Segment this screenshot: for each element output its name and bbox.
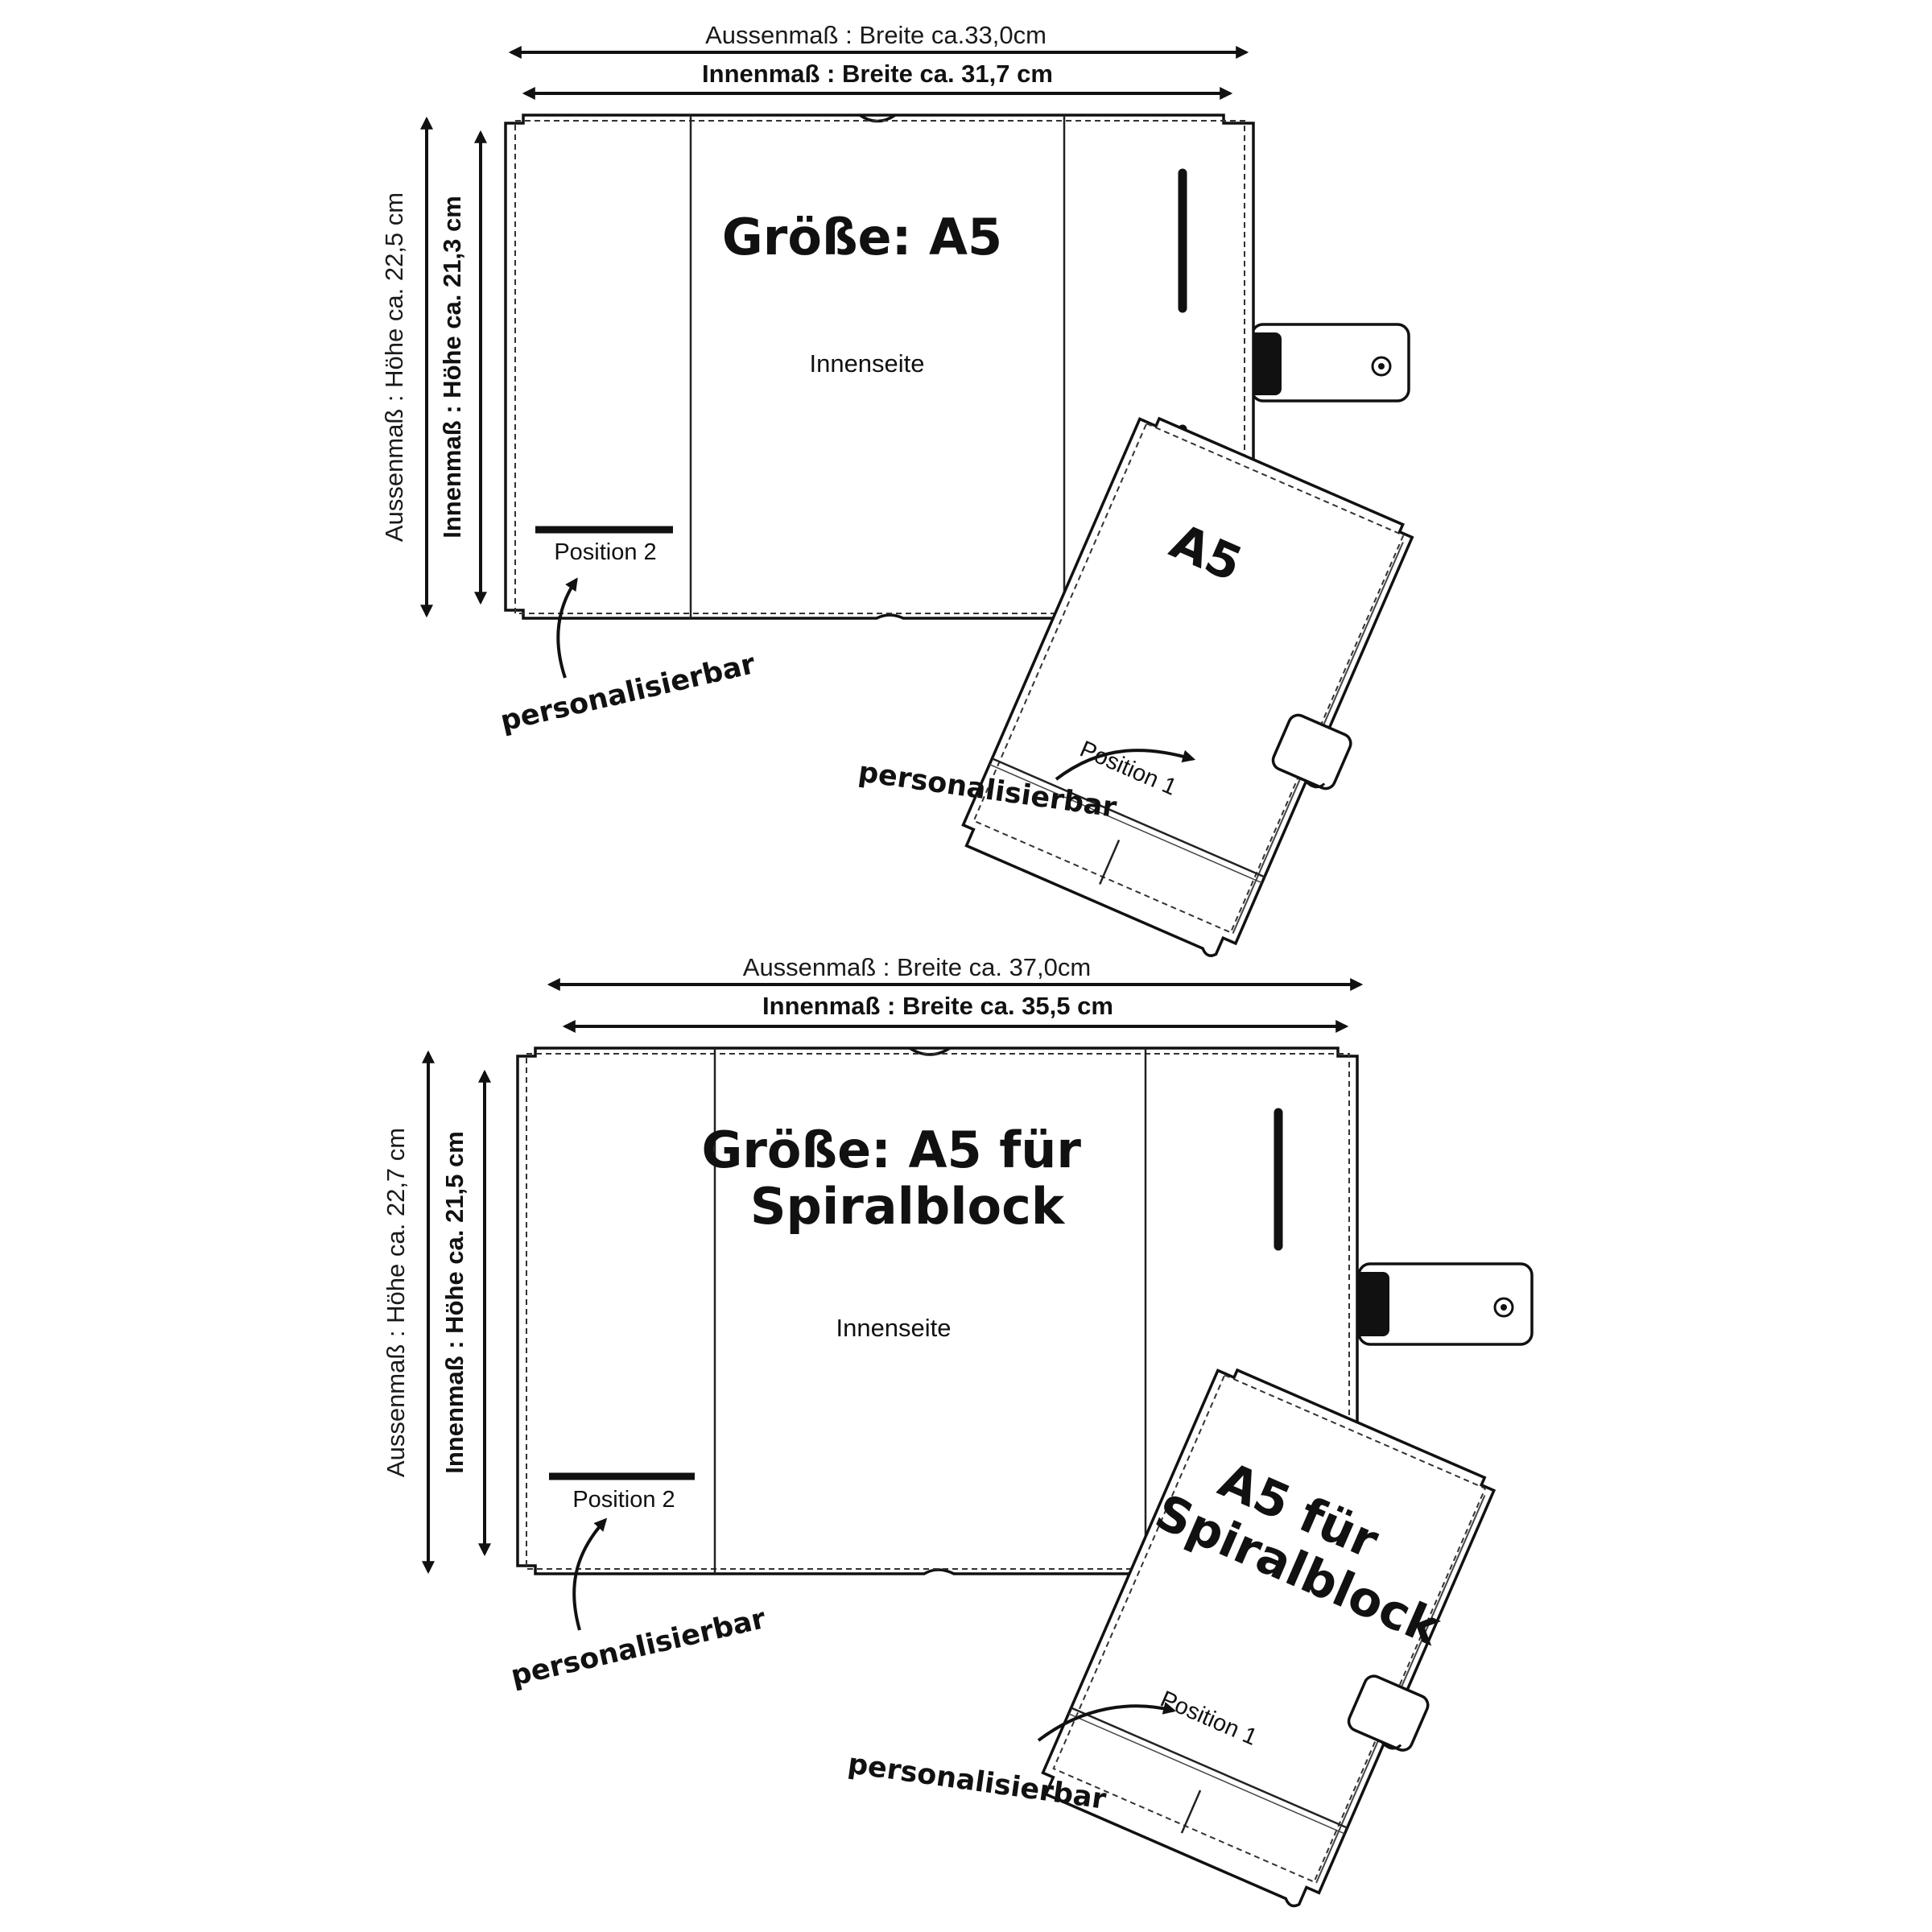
cover-strap-icon	[1271, 713, 1352, 791]
open-folder-inside: Größe: A5 Innenseite Position 2	[504, 114, 1255, 620]
outer-height-label: Aussenmaß : Höhe ca. 22,7 cm	[382, 1128, 410, 1477]
inner-side-label: Innenseite	[809, 349, 924, 378]
personalize-arrow-left	[556, 577, 578, 679]
personalize-arrow-left	[572, 1517, 608, 1631]
closure-strap	[1245, 323, 1410, 402]
inner-width-label: Innenmaß : Breite ca. 31,7 cm	[702, 60, 1053, 88]
diagram-a5: Aussenmaß : Breite ca.33,0cm Innenmaß : …	[380, 21, 1414, 957]
snap-button-icon	[1493, 1297, 1514, 1318]
snap-button-icon	[1371, 356, 1392, 377]
position-2-label: Position 2	[554, 539, 656, 565]
personalize-arrow-right	[1055, 749, 1196, 781]
diagram-a5-spiral: Aussenmaß : Breite ca. 37,0cm Innenmaß :…	[382, 953, 1534, 1908]
closure-strap	[1352, 1262, 1534, 1346]
outer-height-label: Aussenmaß : Höhe ca. 22,5 cm	[380, 192, 408, 542]
size-title: Größe: A5 für Spiralblock	[701, 1121, 1098, 1236]
inner-side-label: Innenseite	[836, 1314, 951, 1342]
closed-folder-cover: A5 für Spiralblock Position 1	[1041, 1368, 1496, 1908]
outer-width-label: Aussenmaß : Breite ca.33,0cm	[705, 21, 1046, 49]
personalize-label-left: personalisierbar	[508, 1603, 770, 1693]
closed-folder-cover: A5 Position 1	[961, 416, 1414, 957]
cover-strap-icon	[1347, 1674, 1430, 1752]
outer-width-label: Aussenmaß : Breite ca. 37,0cm	[743, 953, 1091, 981]
position-2-label: Position 2	[572, 1487, 675, 1513]
open-folder-inside: Größe: A5 für Spiralblock Innenseite Pos…	[516, 1046, 1359, 1575]
inner-width-label: Innenmaß : Breite ca. 35,5 cm	[762, 992, 1113, 1020]
personalize-label-left: personalisierbar	[497, 648, 759, 738]
size-title: Größe: A5	[722, 208, 1002, 266]
inner-height-label: Innenmaß : Höhe ca. 21,5 cm	[440, 1131, 469, 1474]
inner-height-label: Innenmaß : Höhe ca. 21,3 cm	[438, 196, 466, 539]
personalize-arrow-right	[1037, 1702, 1177, 1742]
